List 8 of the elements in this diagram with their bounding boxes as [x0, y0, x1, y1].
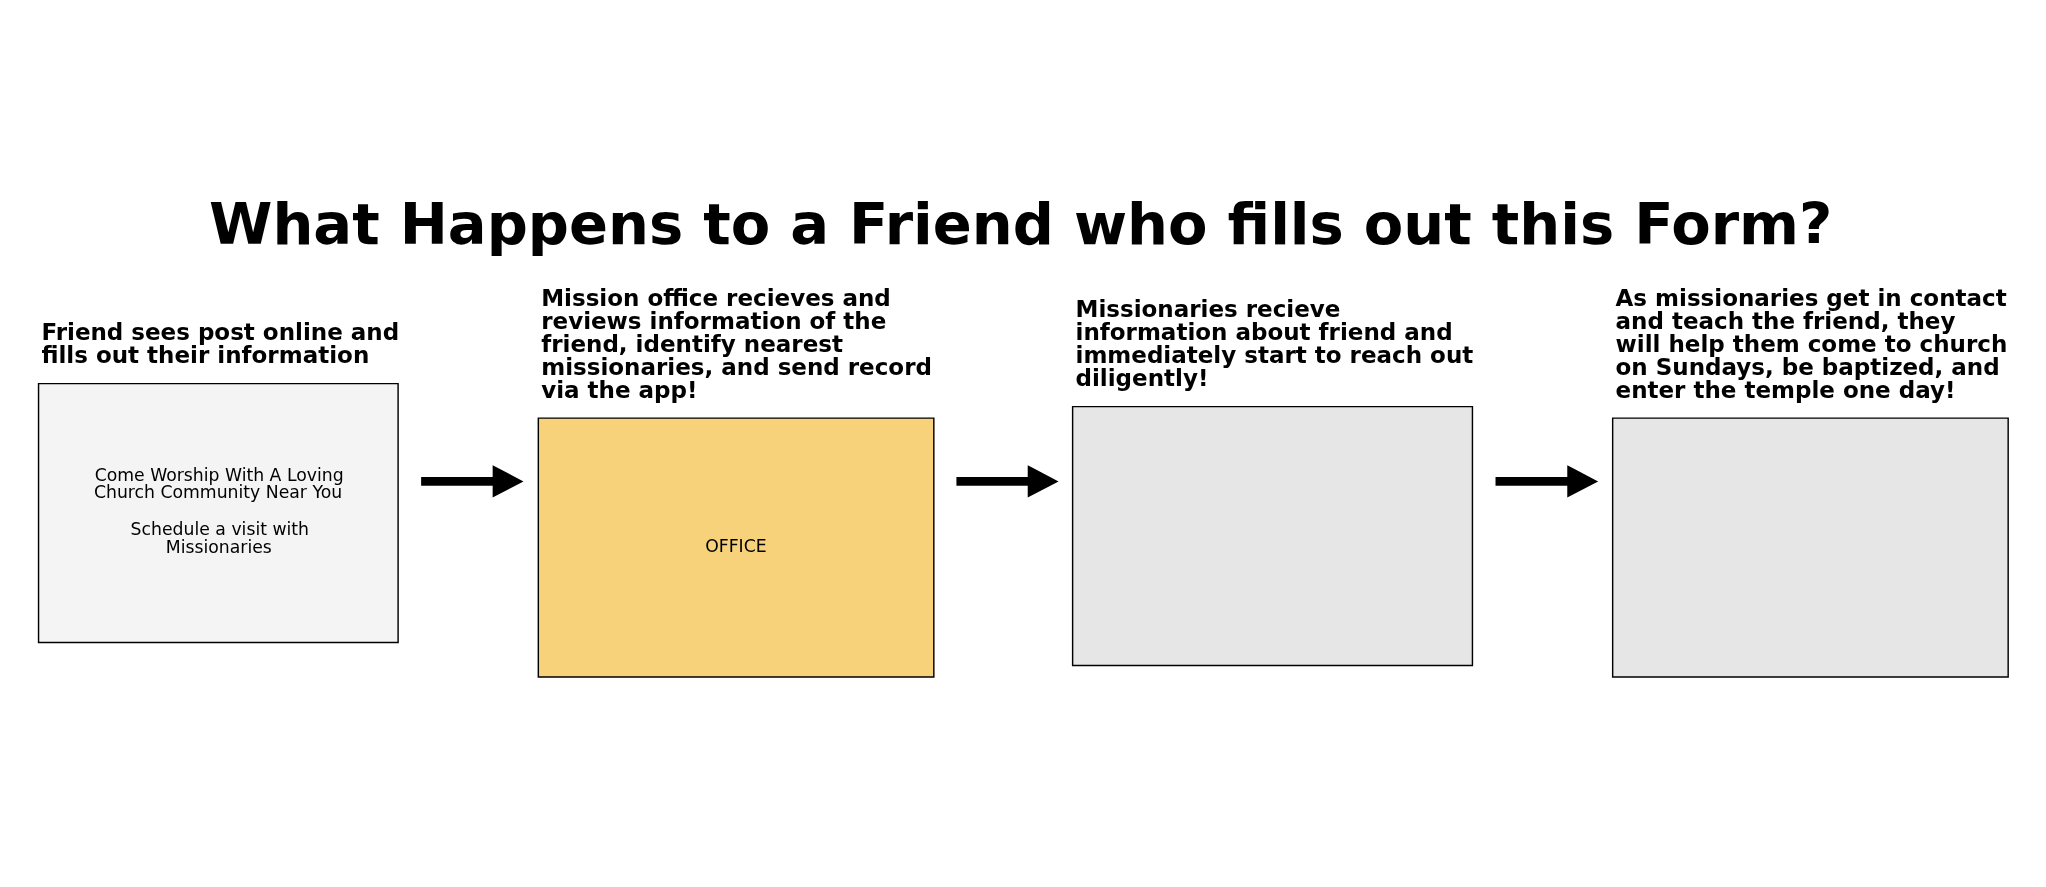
- arrow: [956, 464, 1059, 498]
- node-label: Mission office recieves and reviews information of the friend, identify nearest missionaries, and send record via the app!: [541, 284, 932, 403]
- arrow: [421, 464, 524, 498]
- node-label: Friend sees post online and fills out their information: [41, 318, 400, 368]
- node-label: Missionaries recieve information about friend and immediately start to reach out diligently!: [1075, 295, 1474, 391]
- node-label: As missionaries get in contact and teach the friend, they will help them come to church on Sundays, be baptized, and enter the temple one day!: [1615, 284, 2008, 403]
- diagram-title: What Happens to a Friend who fills out this Form?: [208, 190, 1833, 258]
- arrow: [1495, 464, 1599, 498]
